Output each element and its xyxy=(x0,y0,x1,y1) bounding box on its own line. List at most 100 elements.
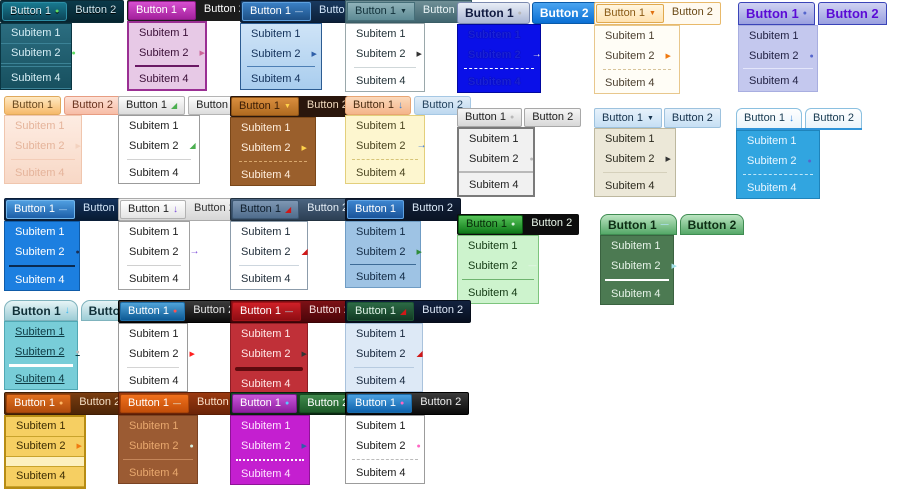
menu-item[interactable]: Subitem 4 xyxy=(346,463,424,483)
menu-item[interactable]: Subitem 4 xyxy=(601,284,673,304)
menubar-button-1[interactable]: Button 1↓ xyxy=(120,200,186,219)
menubar-button-2[interactable]: Button 2 xyxy=(68,1,123,20)
menubar-button-2[interactable]: Button 2 xyxy=(186,301,241,320)
menu-item[interactable]: Subitem 4 xyxy=(119,463,197,483)
menubar-button-2[interactable]: Button 2 xyxy=(804,108,862,128)
menu-item[interactable]: Subitem 2● xyxy=(5,342,80,362)
menubar-button-1[interactable]: Button 1● xyxy=(738,2,815,25)
menu-item[interactable]: Subitem 4 xyxy=(5,163,81,183)
menu-item[interactable]: Subitem 1 xyxy=(346,24,424,44)
menubar-button-2[interactable]: Button 2 xyxy=(524,108,582,127)
menu-item[interactable]: Subitem 4 xyxy=(595,73,679,93)
menubar-button-1[interactable]: Button 1▼ xyxy=(347,2,415,21)
menubar-button-1[interactable]: Button 1— xyxy=(242,2,311,21)
menu-item[interactable]: Subitem 1 xyxy=(231,324,307,344)
menu-item[interactable]: Subitem 4 xyxy=(231,464,309,484)
menu-item[interactable]: Subitem 2● xyxy=(346,436,424,456)
menubar-button-2[interactable]: Button 2 xyxy=(531,2,597,24)
menu-item[interactable]: Subitem 1 xyxy=(5,322,77,342)
menu-item[interactable]: Subitem 2◢ xyxy=(231,242,308,262)
menu-item[interactable]: Subitem 2▶ xyxy=(595,149,675,169)
menu-item[interactable]: Subitem 1 xyxy=(1,24,71,44)
menubar-button-1[interactable]: Button 1● xyxy=(120,302,186,321)
menu-item[interactable]: Subitem 4 xyxy=(119,269,189,289)
menubar-button-2[interactable]: Button 2 xyxy=(72,393,127,412)
menubar-button-2[interactable]: Button 2 xyxy=(413,393,468,412)
menu-item[interactable]: Subitem 2● xyxy=(739,46,817,66)
menu-item[interactable]: Subitem 1 xyxy=(129,23,205,43)
menu-item[interactable]: Subitem 4 xyxy=(595,176,675,196)
menubar-button-2[interactable]: Button 2 xyxy=(416,1,471,20)
menubar-button-1[interactable]: Button 1 xyxy=(4,96,61,115)
menu-item[interactable]: Subitem 2▶ xyxy=(231,138,315,158)
menubar-button-2[interactable]: Button 2 xyxy=(405,199,460,218)
menu-item[interactable]: Subitem 1 xyxy=(5,116,81,136)
menubar-button-1[interactable]: Button 1↓ xyxy=(345,96,411,115)
menubar-button-1[interactable]: Button 1▼ xyxy=(596,4,664,23)
menubar-button-1[interactable]: Button 1● xyxy=(2,2,68,21)
menu-item[interactable]: Subitem 4 xyxy=(346,267,420,287)
menu-item[interactable]: Subitem 4 xyxy=(1,69,71,89)
menubar-button-1[interactable]: Button 1● xyxy=(457,2,530,24)
menu-item[interactable]: Subitem 1 xyxy=(346,324,422,344)
menubar-button-1[interactable]: Button 1◢ xyxy=(347,302,415,321)
menubar-button-1[interactable]: Button 1● xyxy=(457,108,523,127)
menu-item[interactable]: Subitem 4 xyxy=(119,371,187,391)
menu-item[interactable]: Subitem 1 xyxy=(6,417,84,437)
menu-item[interactable]: Subitem 2▶ xyxy=(601,256,677,276)
menu-item[interactable]: Subitem 4 xyxy=(737,178,819,198)
menu-item[interactable]: Subitem 1 xyxy=(346,416,424,436)
menubar-button-2[interactable]: Button 2 xyxy=(300,199,355,218)
menu-item[interactable]: Subitem 1 xyxy=(737,131,819,151)
menu-item[interactable]: Subitem 2◢ xyxy=(346,344,423,364)
menu-item[interactable]: Subitem 1 xyxy=(739,26,817,46)
menu-item[interactable]: Subitem 1 xyxy=(241,24,321,44)
menu-item[interactable]: Subitem 4 xyxy=(129,69,205,89)
menubar-button-1[interactable]: Button 1 xyxy=(347,200,404,219)
menu-item[interactable]: Subitem 4 xyxy=(5,369,77,389)
menubar-button-2[interactable]: Button 2 xyxy=(817,2,887,25)
menubar-button-2[interactable]: Button 2 xyxy=(302,301,357,320)
menu-item[interactable]: Subitem 1 xyxy=(119,416,197,436)
menu-item[interactable]: Subitem 2▶ xyxy=(119,344,195,364)
menu-item[interactable]: Subitem 4 xyxy=(231,374,307,394)
menu-item[interactable]: Subitem 4 xyxy=(5,270,79,290)
menubar-button-2[interactable]: Button 2 xyxy=(190,393,245,412)
menubar-button-1[interactable]: Button 1— xyxy=(232,302,301,321)
menubar-button-1[interactable]: Button 1● xyxy=(232,394,298,413)
menu-item[interactable]: Subitem 4 xyxy=(346,371,422,391)
menubar-button-2[interactable]: Button 2 xyxy=(415,301,470,320)
menubar-button-1[interactable]: Button 1◢ xyxy=(118,96,186,115)
menu-item[interactable]: Subitem 1 xyxy=(231,118,315,138)
menu-item[interactable]: Subitem 4 xyxy=(346,71,424,91)
menu-item[interactable]: Subitem 2● xyxy=(737,151,819,171)
menu-item[interactable]: Subitem 1 xyxy=(119,324,187,344)
menu-item[interactable]: Subitem 4 xyxy=(346,163,424,183)
menubar-button-2[interactable]: Button 2 xyxy=(663,108,721,128)
menu-item[interactable]: Subitem 2— xyxy=(458,256,538,276)
menu-item[interactable]: Subitem 4 xyxy=(739,71,817,91)
menu-item[interactable]: Subitem 1 xyxy=(458,236,538,256)
menubar-button-1[interactable]: Button 1— xyxy=(600,214,677,235)
menubar-button-2[interactable]: Button 2 xyxy=(300,96,355,115)
menu-item[interactable]: Subitem 2● xyxy=(459,149,534,169)
menu-item[interactable]: Subitem 2▶ xyxy=(241,44,321,64)
menu-item[interactable]: Subitem 2▶ xyxy=(5,136,81,156)
menubar-button-2[interactable]: Button 2 xyxy=(524,214,579,233)
menu-item[interactable]: Subitem 1 xyxy=(595,129,675,149)
menu-item[interactable]: Subitem 1 xyxy=(458,25,540,45)
menubar-button-1[interactable]: Button 1● xyxy=(458,215,524,234)
menubar-button-1[interactable]: Button 1↓ xyxy=(4,300,78,321)
menu-item[interactable]: Subitem 4 xyxy=(119,163,199,183)
menubar-button-2[interactable]: Button 2 xyxy=(197,0,252,19)
menubar-button-1[interactable]: Button 1◢ xyxy=(232,200,300,219)
menu-item[interactable]: Subitem 2▶ xyxy=(595,46,679,66)
menu-item[interactable]: Subitem 2→ xyxy=(119,242,200,262)
menu-item[interactable]: Subitem 1 xyxy=(119,222,189,242)
menu-item[interactable]: Subitem 2▶ xyxy=(346,242,422,262)
menu-item[interactable]: Subitem 1 xyxy=(346,116,424,136)
menu-item[interactable]: Subitem 4 xyxy=(231,165,315,185)
menu-item[interactable]: Subitem 2◢ xyxy=(119,136,199,156)
menu-item[interactable]: Subitem 4 xyxy=(231,269,307,289)
menubar-button-2[interactable]: Button 2 xyxy=(665,3,720,22)
